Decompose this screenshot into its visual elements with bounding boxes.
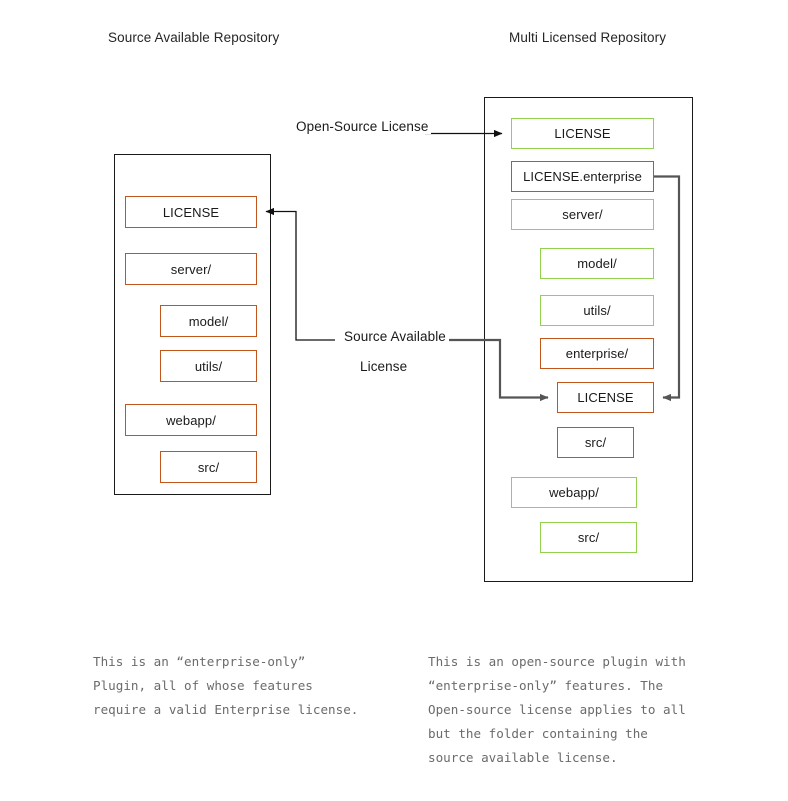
right-panel-caption: This is an open-source plugin with “ente…	[428, 654, 686, 765]
right-node-utils[interactable]: utils/	[540, 295, 654, 326]
right-node-enterprise-src[interactable]: src/	[557, 427, 634, 458]
left-node-model[interactable]: model/	[160, 305, 257, 337]
right-node-server[interactable]: server/	[511, 199, 654, 230]
left-node-server[interactable]: server/	[125, 253, 257, 285]
edge-label-source-available-line1: Source Available	[341, 329, 449, 344]
left-panel-title: Source Available Repository	[108, 30, 280, 45]
left-node-license[interactable]: LICENSE	[125, 196, 257, 228]
edge-label-source-available-line2: License	[357, 359, 411, 374]
left-panel-caption: This is an “enterprise-only” Plugin, all…	[93, 654, 359, 717]
right-node-enterprise-license[interactable]: LICENSE	[557, 382, 654, 413]
right-node-webapp-src[interactable]: src/	[540, 522, 637, 553]
right-node-license-enterprise[interactable]: LICENSE.enterprise	[511, 161, 654, 192]
left-node-utils[interactable]: utils/	[160, 350, 257, 382]
right-node-license[interactable]: LICENSE	[511, 118, 654, 149]
edge-label-open-source-license: Open-Source License	[293, 119, 432, 134]
right-panel-title: Multi Licensed Repository	[509, 30, 667, 45]
edge-source-available-to-left-license	[265, 207, 335, 341]
right-node-model[interactable]: model/	[540, 248, 654, 279]
left-node-webapp[interactable]: webapp/	[125, 404, 257, 436]
right-node-enterprise[interactable]: enterprise/	[540, 338, 654, 369]
left-node-src[interactable]: src/	[160, 451, 257, 483]
right-node-webapp[interactable]: webapp/	[511, 477, 637, 508]
